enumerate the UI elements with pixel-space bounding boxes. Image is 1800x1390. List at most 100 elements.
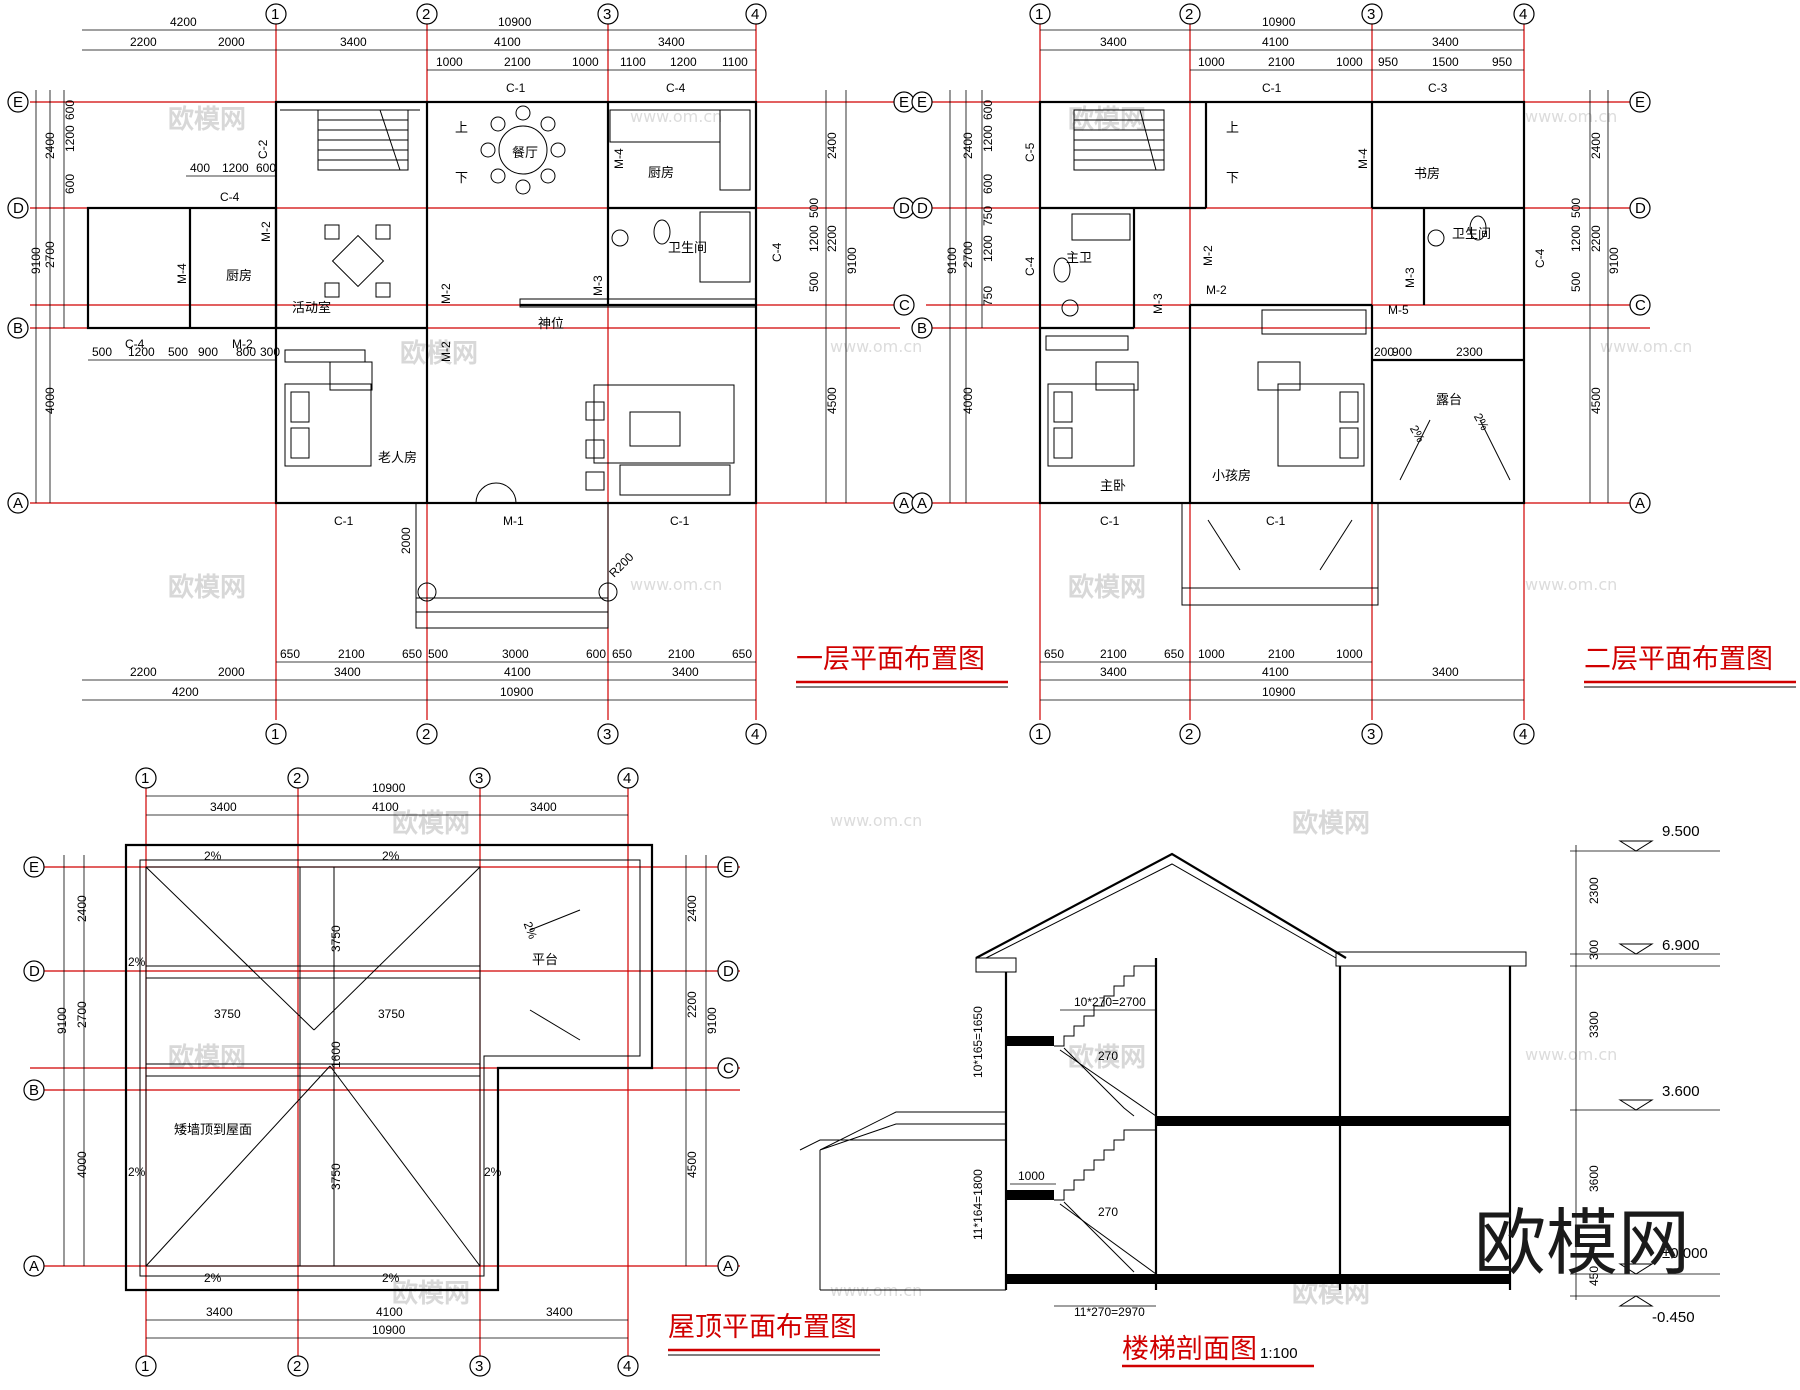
slope-label: 2%	[204, 849, 222, 863]
svg-text:2400: 2400	[685, 895, 699, 922]
watermark-url: www.om.cn	[830, 811, 922, 830]
svg-text:2100: 2100	[1268, 647, 1295, 661]
svg-text:2700: 2700	[75, 1001, 89, 1028]
level-label: 9.500	[1662, 823, 1700, 840]
second-floor-plan: 上 下 书房 卫生间 主卫 主卧 小孩房 露台 2%	[911, 3, 1796, 745]
watermark-url: www.om.cn	[1525, 107, 1617, 126]
axis-bubble-label: 3	[475, 770, 483, 787]
svg-text:3400: 3400	[1432, 35, 1459, 49]
dimensions-right: 2400 500 1200 2200 500 9100 4500	[1569, 90, 1621, 503]
walls	[1038, 100, 1526, 606]
stair-up-label: 上	[455, 121, 468, 136]
dimensions-bottom: 650 2100 650 1000 2100 1000 3400 4100 34…	[1040, 647, 1524, 701]
toilet-icon	[1469, 215, 1487, 241]
svg-text:3400: 3400	[546, 1305, 573, 1319]
svg-text:3000: 3000	[502, 647, 529, 661]
svg-text:1200: 1200	[222, 161, 249, 175]
svg-text:500: 500	[1569, 198, 1583, 218]
svg-text:750: 750	[981, 286, 995, 306]
svg-text:10900: 10900	[1262, 685, 1296, 699]
slope-label: 2%	[204, 1271, 222, 1285]
svg-text:10900: 10900	[372, 781, 406, 795]
roof-note: 矮墙顶到屋面	[174, 1123, 252, 1138]
door-label: M-4	[1356, 148, 1370, 169]
slope-label: 2%	[128, 1165, 146, 1179]
svg-text:2400: 2400	[43, 132, 57, 159]
axis-bubble-label: C	[899, 297, 910, 314]
svg-text:2300: 2300	[1456, 345, 1483, 359]
axis-bubble-label: 2	[1185, 6, 1193, 23]
slope-label: 2%	[382, 1271, 400, 1285]
svg-text:3400: 3400	[530, 800, 557, 814]
sofa-set-icon	[585, 384, 735, 496]
stair-section: 10*270=2700 270 10*165=1650 1000 270 11*…	[799, 823, 1720, 1368]
sink-icon	[1061, 299, 1079, 317]
svg-text:3400: 3400	[206, 1305, 233, 1319]
svg-text:1000: 1000	[1198, 55, 1225, 69]
svg-text:2200: 2200	[130, 665, 157, 679]
window-label: C-4	[1023, 256, 1037, 276]
svg-text:3750: 3750	[214, 1007, 241, 1021]
svg-text:4100: 4100	[1262, 665, 1289, 679]
svg-text:500: 500	[428, 647, 448, 661]
svg-text:750: 750	[981, 206, 995, 226]
axis-bubble-label: A	[917, 495, 927, 512]
svg-text:10900: 10900	[1262, 15, 1296, 29]
dimensions-left: 600 1200 600 2400 2700 9100 4000	[29, 90, 77, 503]
room-shrine: 神位	[538, 317, 564, 332]
bathtub-icon	[699, 211, 751, 283]
svg-text:950: 950	[1378, 55, 1398, 69]
window-label: C-4	[770, 242, 784, 262]
door-label: M-2	[232, 337, 253, 351]
axis-bubble-label: A	[29, 1258, 39, 1275]
svg-text:2100: 2100	[668, 647, 695, 661]
svg-text:650: 650	[1044, 647, 1064, 661]
svg-text:600: 600	[63, 100, 77, 120]
svg-text:650: 650	[1164, 647, 1184, 661]
svg-text:3400: 3400	[1432, 665, 1459, 679]
svg-text:3750: 3750	[329, 925, 343, 952]
room-terrace: 露台	[1436, 393, 1462, 408]
roof-outline	[124, 843, 654, 1292]
axis-bubble-label: A	[1635, 495, 1645, 512]
svg-text:4100: 4100	[494, 35, 521, 49]
door-label: M-2	[1206, 283, 1227, 297]
svg-text:4100: 4100	[372, 800, 399, 814]
window-label: C-4	[666, 81, 686, 95]
window-label: C-4	[125, 337, 145, 351]
window-label: C-1	[1262, 81, 1282, 95]
svg-text:1000: 1000	[436, 55, 463, 69]
svg-text:500: 500	[168, 345, 188, 359]
svg-text:900: 900	[1392, 345, 1412, 359]
watermark-text: 欧模网	[392, 1278, 470, 1309]
svg-text:500: 500	[1569, 272, 1583, 292]
watermark-text: 欧模网	[1068, 1042, 1146, 1073]
svg-text:4100: 4100	[376, 1305, 403, 1319]
axis-bubble-label: E	[723, 859, 733, 876]
dimensions: 10900 3400 4100 3400 3400 4100 3400 1090…	[55, 781, 719, 1339]
axis-bubble-label: 1	[271, 726, 279, 743]
svg-text:1200: 1200	[128, 345, 155, 359]
svg-text:3400: 3400	[334, 665, 361, 679]
axis-bubble-label: 4	[1519, 726, 1527, 743]
axis-bubble-label: D	[917, 200, 928, 217]
axis-bubble-label: 3	[1367, 726, 1375, 743]
room-dining: 餐厅	[512, 145, 538, 161]
dimensions-right: 2400 500 1200 2200 500 9100 4500	[807, 90, 859, 503]
drawing-title: 一层平面布置图	[796, 644, 985, 675]
door-label: M-3	[1403, 267, 1417, 288]
window-label: C-1	[506, 81, 526, 95]
svg-text:600: 600	[586, 647, 606, 661]
ancestral-shelf-icon	[519, 298, 757, 308]
svg-text:2100: 2100	[1100, 647, 1127, 661]
svg-text:9100: 9100	[55, 1007, 69, 1034]
svg-text:1200: 1200	[981, 125, 995, 152]
axis-bubble-label: 2	[422, 6, 430, 23]
axis-bubble-label: A	[899, 495, 909, 512]
svg-text:3600: 3600	[1587, 1165, 1601, 1192]
sink-icon	[611, 229, 629, 247]
svg-text:2000: 2000	[218, 35, 245, 49]
axis-bubble-label: A	[723, 1258, 733, 1275]
svg-text:500: 500	[807, 198, 821, 218]
window-label: C-1	[1266, 514, 1286, 528]
